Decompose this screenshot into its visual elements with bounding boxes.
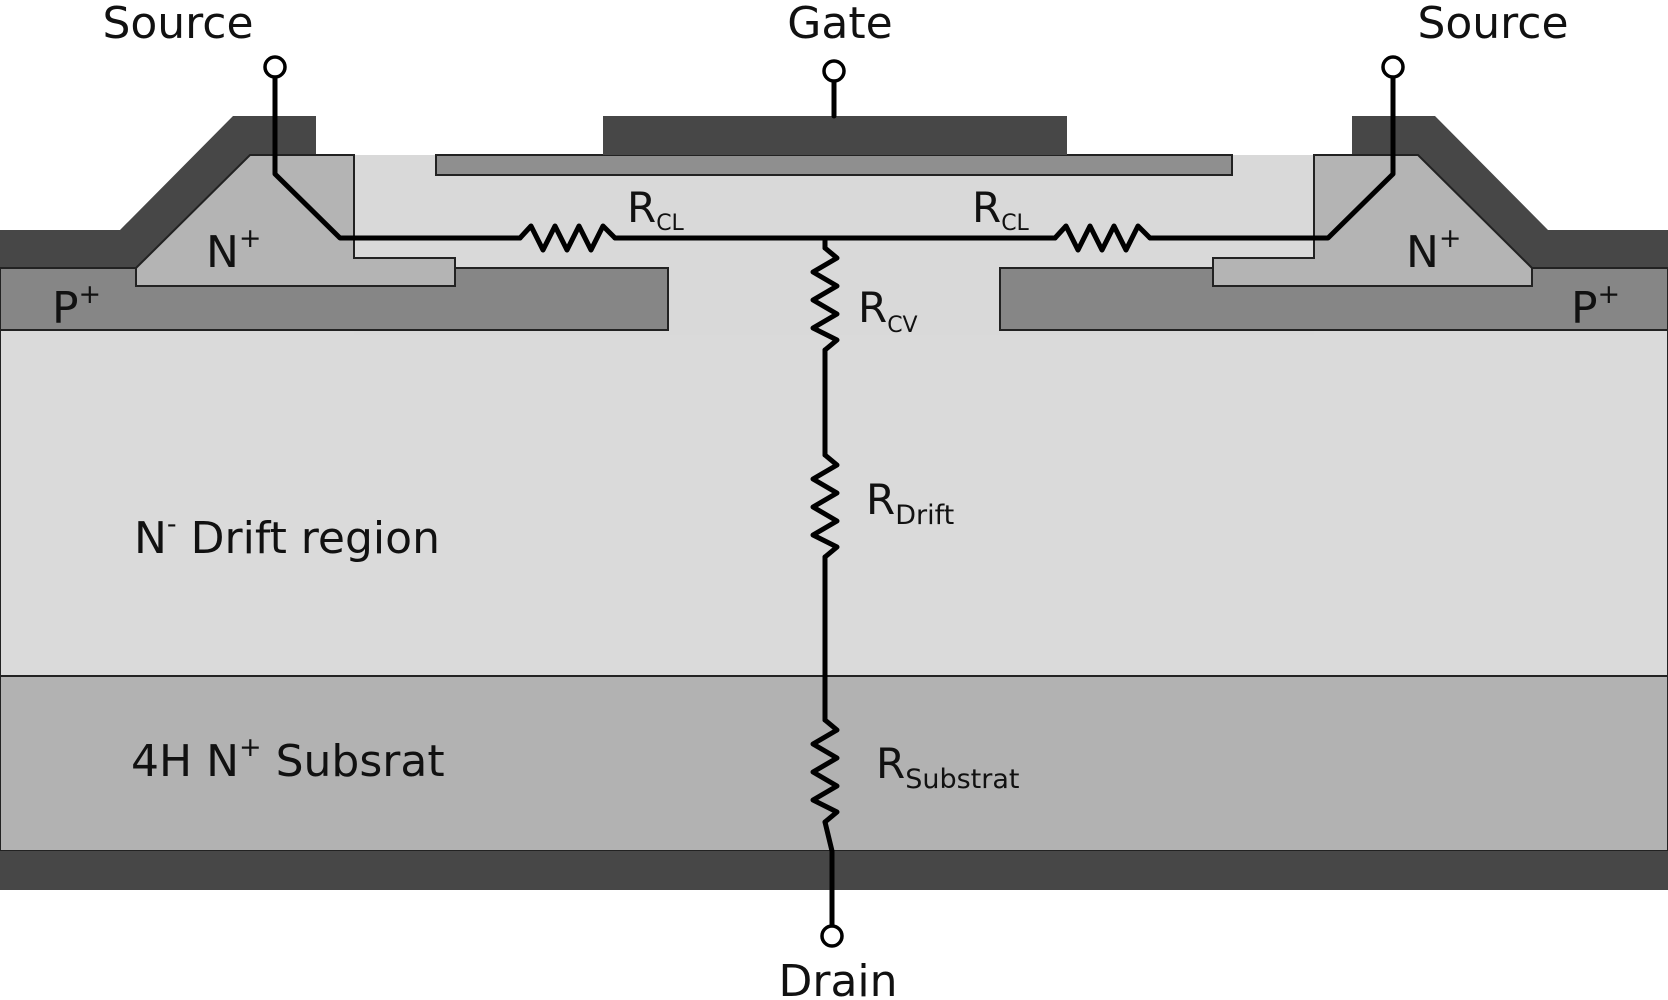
- drain-lead: [822, 819, 835, 933]
- source-metal-right: [1352, 116, 1668, 268]
- gate-metal: [603, 116, 1067, 155]
- rcv-resistor: [810, 245, 840, 353]
- source-left-label: Source: [102, 0, 253, 49]
- rcv-label: RCV: [858, 283, 918, 338]
- rcl-left-resistor: [517, 223, 618, 253]
- drift-region-label: N- Drift region: [134, 509, 440, 564]
- source-right-label: Source: [1417, 0, 1568, 49]
- source-left-terminal[interactable]: [263, 55, 287, 79]
- gate-poly: [435, 154, 1233, 176]
- rcl-right-label: RCL: [972, 183, 1030, 236]
- source-left-wire: [272, 65, 523, 241]
- rdrift-resistor: [810, 452, 840, 560]
- n-plus-label-right: N+: [1406, 223, 1462, 278]
- n-plus-region-left: [135, 154, 456, 287]
- p-plus-label-left: P+: [52, 279, 101, 334]
- gate-label: Gate: [787, 0, 892, 49]
- source-metal-left: [0, 116, 316, 268]
- drain-label: Drain: [778, 956, 897, 1000]
- drain-terminal[interactable]: [820, 924, 844, 948]
- p-plus-label-right: P+: [1571, 279, 1620, 334]
- source-right-terminal[interactable]: [1381, 55, 1405, 79]
- substrate-layer: [0, 675, 1668, 852]
- source-right-wire: [1147, 65, 1396, 241]
- substrate-label: 4H N+ Subsrat: [131, 732, 445, 787]
- drift-region: [0, 329, 1668, 677]
- rsubstrat-resistor: [810, 717, 840, 825]
- rsubstrat-label: RSubstrat: [876, 739, 1019, 795]
- rcl-right-resistor: [1052, 223, 1153, 253]
- n-plus-region-right: [1212, 154, 1533, 287]
- rdrift-label: RDrift: [866, 475, 954, 531]
- gate-terminal[interactable]: [822, 59, 846, 83]
- n-plus-label-left: N+: [206, 223, 262, 278]
- rcl-left-label: RCL: [627, 183, 685, 236]
